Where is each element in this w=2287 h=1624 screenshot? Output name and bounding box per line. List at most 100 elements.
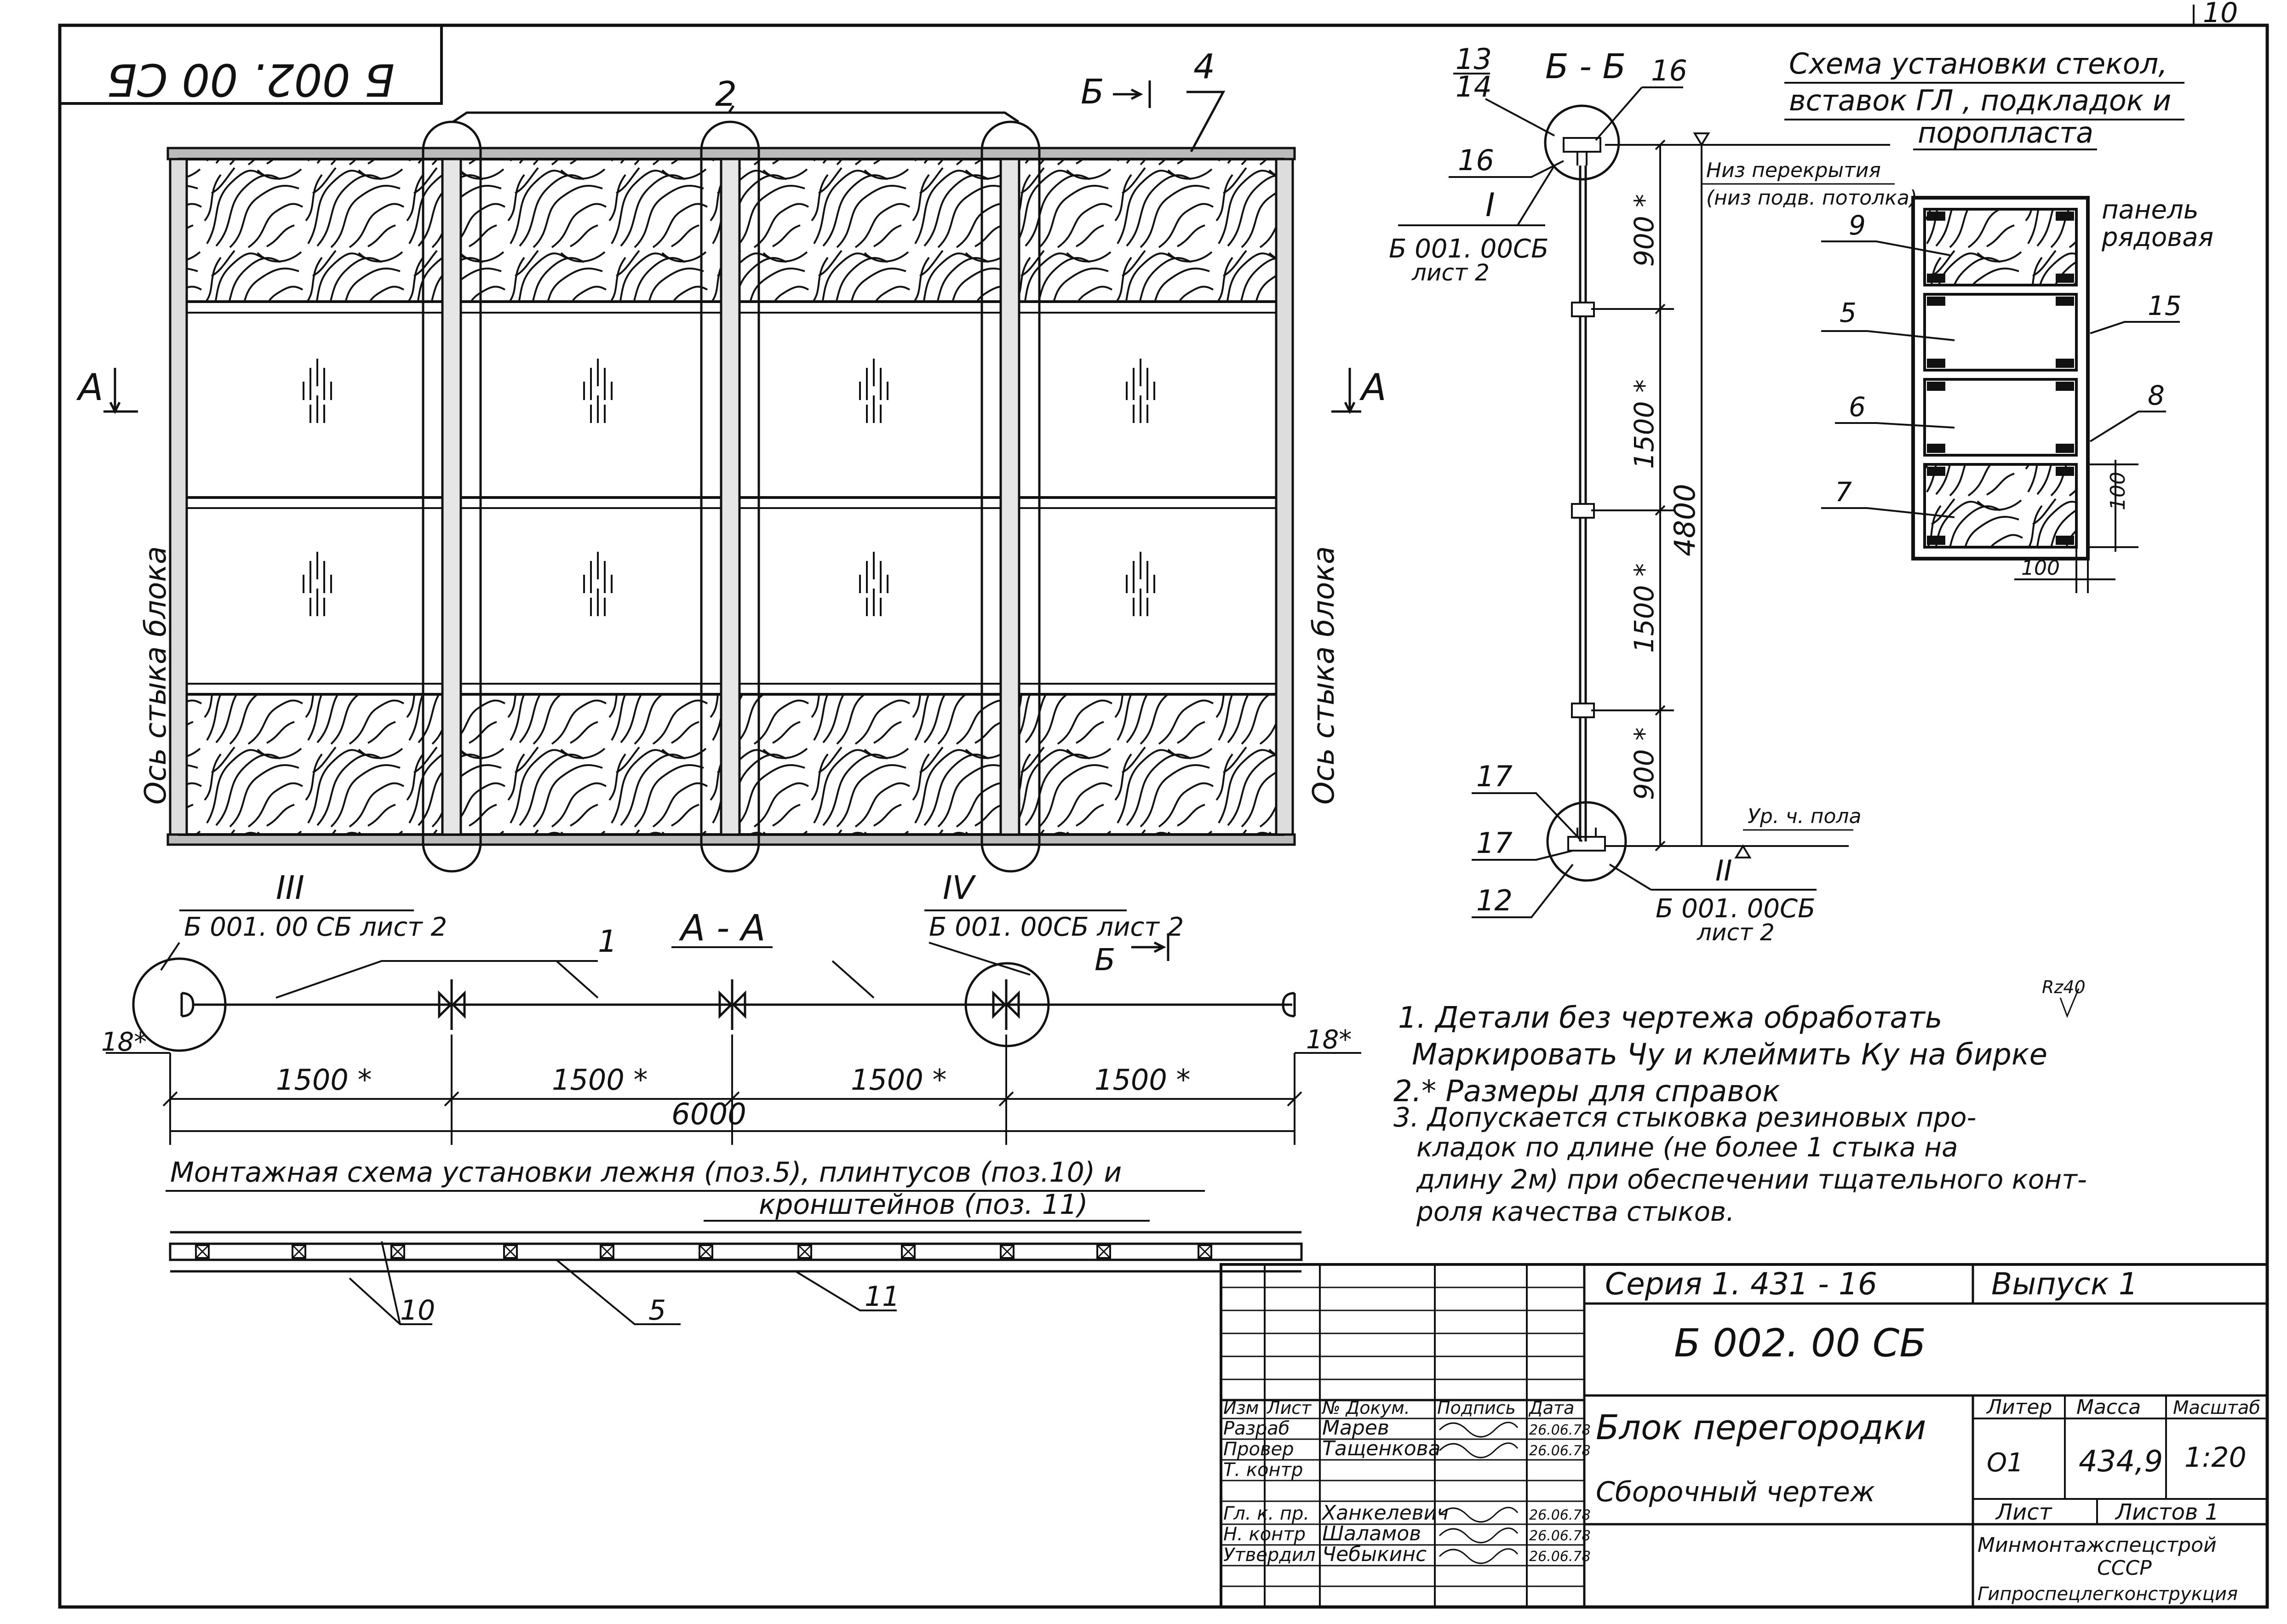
mounting-pos-10: 10 bbox=[400, 1294, 435, 1327]
section-aa-marker-b-arrow bbox=[1131, 933, 1169, 961]
note-line-3: 2.* Размеры для справок bbox=[1393, 1075, 1780, 1109]
node-2-circle bbox=[1546, 801, 1627, 882]
pos-2-label: 2 bbox=[715, 74, 737, 114]
signer-date: 26.06.78 bbox=[1529, 1528, 1591, 1544]
aa-stud-profiles bbox=[180, 979, 1296, 1030]
glass-pos-9-leader bbox=[1821, 240, 1950, 256]
tb-org-1: Минмонтажспецстрой bbox=[1977, 1533, 2217, 1557]
bb-dim-3: 1500 * bbox=[1628, 563, 1660, 653]
callout-14: 14 bbox=[1456, 70, 1492, 103]
bracket-mark bbox=[195, 1244, 210, 1259]
mounting-brackets bbox=[195, 1244, 1212, 1259]
stud-1-capsule bbox=[422, 120, 482, 873]
section-bb: Б - Б 13 14 16 16 I Б 001. 00СБ лист 2 Н… bbox=[1389, 42, 1917, 946]
node-3-circle bbox=[132, 957, 227, 1052]
bb-dim-total: 4800 bbox=[1668, 484, 1702, 556]
panel-label-1: панель bbox=[2102, 195, 2199, 225]
bb-joint-3 bbox=[1571, 703, 1595, 718]
node-2-ref: Б 001. 00СБ bbox=[1656, 894, 1815, 924]
floor-note: Ур. ч. пола bbox=[1748, 805, 1861, 828]
aa-dim-2: 1500 * bbox=[552, 1063, 648, 1097]
stud-1 bbox=[441, 158, 462, 836]
bb-dim-1: 900 * bbox=[1628, 194, 1660, 267]
note-line-5: кладок по длине (не более 1 стыка на bbox=[1416, 1132, 1958, 1163]
signature-scribble bbox=[1439, 1527, 1519, 1544]
aa-dim-edge-right: 18* bbox=[1306, 1025, 1352, 1055]
pos-16-top: 16 bbox=[1651, 54, 1687, 87]
glass-dim-lines bbox=[2014, 460, 2138, 593]
node-3-roman: III bbox=[276, 869, 304, 907]
glass-pos-5-leader bbox=[1821, 330, 1955, 341]
node-4-roman: IV bbox=[943, 869, 976, 907]
node-1-detail bbox=[1563, 137, 1601, 166]
section-aa-title: А - А bbox=[678, 908, 765, 949]
panel-cell-2 bbox=[1923, 293, 2078, 372]
partition-elevation: 2 4 Б А А Ось стыка блока Ось стыка блок… bbox=[76, 47, 1387, 873]
tb-col-liter: Литер bbox=[1986, 1395, 2052, 1419]
bracket-mark bbox=[901, 1244, 916, 1259]
tb-col-mass: Масса bbox=[2076, 1395, 2141, 1419]
mounting-pos-5: 5 bbox=[648, 1294, 666, 1327]
mounting-pos-10-leader bbox=[349, 1241, 432, 1325]
signature-scribble bbox=[1439, 1507, 1519, 1523]
section-aa: А - А III Б 001. 00 СБ лист 2 IV Б 001. … bbox=[101, 869, 1361, 1145]
notes: Rz40 1. Детали без чертежа обработать Ма… bbox=[1393, 977, 2087, 1227]
tb-org-3: Гипроспецлегконструкция bbox=[1977, 1584, 2238, 1605]
signer-role: Провер bbox=[1223, 1439, 1294, 1460]
signer-name: Тащенкова bbox=[1322, 1437, 1441, 1460]
section-b-arrow-top bbox=[1113, 80, 1151, 108]
aa-dim-edge-left: 18* bbox=[101, 1027, 147, 1057]
stud-3-capsule bbox=[980, 120, 1041, 873]
right-post bbox=[1275, 158, 1294, 836]
signer-date: 26.06.78 bbox=[1529, 1443, 1591, 1459]
glass-install-scheme: Схема установки стекол, вставок ГЛ , под… bbox=[1784, 47, 2213, 593]
signer-date: 26.06.78 bbox=[1529, 1507, 1591, 1523]
pos-16-top-leader bbox=[1595, 86, 1683, 141]
section-a-arrow-left bbox=[103, 368, 138, 414]
revision-header-cell: № Докум. bbox=[1321, 1398, 1410, 1418]
signer-role: Н. контр bbox=[1223, 1524, 1306, 1545]
bb-joint-1 bbox=[1571, 302, 1595, 317]
node-2-leader bbox=[1609, 863, 1652, 891]
note-line-6: длину 2м) при обеспечении тщательного ко… bbox=[1416, 1164, 2087, 1195]
node-3-leader bbox=[160, 942, 180, 971]
node-4-leader bbox=[929, 942, 1031, 976]
ceiling-note-1: Низ перекрытия bbox=[1706, 159, 1881, 182]
node-1-ref: Б 001. 00СБ bbox=[1389, 234, 1548, 264]
signature-scribble bbox=[1439, 1442, 1519, 1458]
tb-series: Серия 1. 431 - 16 bbox=[1605, 1266, 1877, 1302]
pos-12-leader bbox=[1472, 863, 1574, 918]
notes-roughness-mark bbox=[2059, 988, 2080, 1018]
glass-pos-6-leader bbox=[1835, 422, 1955, 429]
bracket-mark bbox=[390, 1244, 405, 1259]
section-a-marker-left: А bbox=[76, 366, 103, 409]
bb-joint-2 bbox=[1571, 503, 1595, 519]
mounting-title-2: кронштейнов (поз. 11) bbox=[759, 1189, 1088, 1221]
callout-13-14-leader bbox=[1485, 98, 1555, 137]
glass-dim-v: 100 bbox=[2106, 472, 2130, 510]
bracket-mark bbox=[503, 1244, 518, 1259]
glass-pos-6: 6 bbox=[1849, 391, 1866, 423]
note-line-4: 3. Допускается стыковка резиновых про- bbox=[1393, 1102, 1976, 1133]
bb-dim-ticks bbox=[1591, 139, 1674, 852]
pos-2-leader bbox=[452, 105, 1020, 123]
signer-name: Чебыкинс bbox=[1322, 1543, 1427, 1566]
tb-name: Блок перегородки bbox=[1596, 1408, 1926, 1447]
section-b-marker-top: Б bbox=[1081, 72, 1104, 112]
note-line-7: роля качества стыков. bbox=[1416, 1196, 1735, 1227]
ceiling-note-2: (низ подв. потолка) bbox=[1706, 186, 1917, 210]
aa-dim-4: 1500 * bbox=[1095, 1063, 1191, 1097]
signer-name: Ханкелевич bbox=[1321, 1501, 1449, 1525]
aa-dim-total: 6000 bbox=[671, 1098, 746, 1132]
glass-scheme-title-2: вставок ГЛ , подкладок и bbox=[1789, 84, 2171, 117]
bracket-mark bbox=[699, 1244, 713, 1259]
section-a-marker-right: А bbox=[1359, 366, 1387, 409]
bracket-mark bbox=[1096, 1244, 1111, 1259]
tb-doc-code: Б 002. 00 СБ bbox=[1674, 1321, 1926, 1366]
bracket-mark bbox=[1000, 1244, 1015, 1259]
bracket-mark bbox=[1198, 1244, 1212, 1259]
bracket-mark bbox=[292, 1244, 306, 1259]
ceiling-level-mark bbox=[1693, 132, 1710, 147]
